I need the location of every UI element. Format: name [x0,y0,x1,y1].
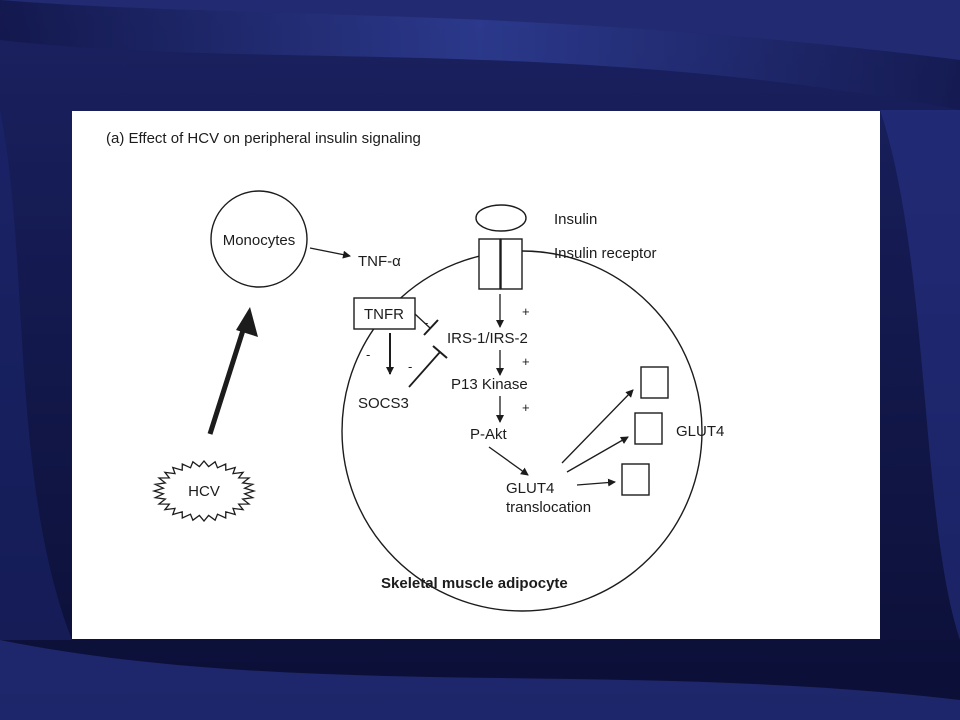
tnfr-inhibits-irs-line [414,313,431,329]
translocation-arrow-bottom [576,478,616,487]
plus-sign-irs-pi3k: + [522,354,530,369]
cell-caption: Skeletal muscle adipocyte [381,575,568,592]
insulin-label: Insulin [554,211,597,228]
glut4-transporter-bottom [621,463,650,496]
minus-sign-tnfr-socs3: - [366,347,370,362]
pakt-label: P-Akt [470,426,508,443]
glut4-translocation-label-line2: translocation [506,499,591,516]
hcv-label: HCV [188,483,220,500]
irs-label: IRS-1/IRS-2 [447,330,528,347]
socs3-label: SOCS3 [358,395,409,412]
translocation-arrow-top [561,389,634,464]
glut4-transporter-top [640,366,669,399]
tnfr-receptor-box [353,297,416,330]
monocytes-label: Monocytes [223,232,296,249]
tnf-alpha-label: TNF-α [358,253,401,270]
insulin-signaling-diagram: (a) Effect of HCV on peripheral insulin … [106,130,724,612]
translocation-arrow-middle [566,436,629,473]
hcv-to-monocytes-arrow-shaft [207,323,248,435]
socs3-inhibits-irs-line [408,351,441,388]
socs3-inhibits-irs-bar [432,345,448,359]
pakt-to-glut4-translocation-arrow [488,446,529,476]
diagram-panel: (a) Effect of HCV on peripheral insulin … [72,111,880,639]
hcv-starburst-node [151,459,257,523]
tnfr-label: TNFR [364,306,404,323]
pi3k-label: P13 Kinase [451,376,528,393]
plus-sign-pi3k-pakt: + [522,400,530,415]
hcv-to-monocytes-arrowhead [236,307,258,337]
tnfr-inhibits-irs-bar [423,319,439,336]
plus-sign-receptor-irs: + [522,304,530,319]
minus-sign-tnfr-irs: - [424,315,428,330]
glut4-transporter-middle [634,412,663,445]
minus-sign-socs3-irs: - [408,359,412,374]
monocytes-node [210,190,308,288]
glut4-label: GLUT4 [676,423,724,440]
glut4-translocation-label-line1: GLUT4 [506,480,554,497]
insulin-receptor-left [478,238,501,290]
insulin-receptor-label: Insulin receptor [554,245,657,262]
monocytes-to-tnf-arrow [309,247,351,259]
insulin-receptor-right [500,238,523,290]
panel-title: (a) Effect of HCV on peripheral insulin … [106,130,421,147]
insulin-ligand [475,204,527,232]
